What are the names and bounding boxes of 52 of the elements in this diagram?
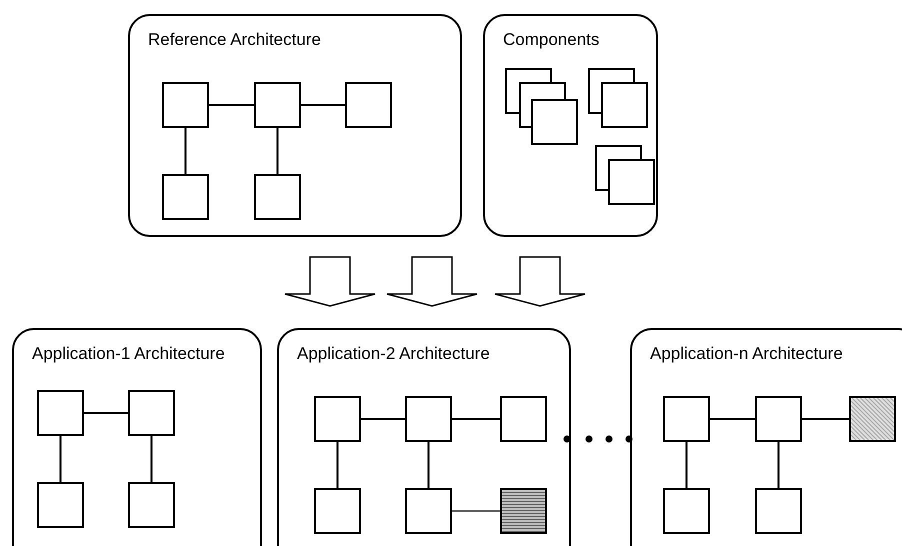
component-box [405, 488, 452, 534]
architecture-panel [277, 328, 571, 546]
architecture-panel [12, 328, 262, 546]
architecture-panel [483, 14, 658, 237]
architecture-panel [128, 14, 462, 237]
component-box [162, 82, 209, 128]
architecture-panel [630, 328, 902, 546]
component-box [37, 482, 84, 528]
panel-title: Application-1 Architecture [32, 344, 225, 364]
connector-line [150, 436, 152, 482]
stacked-boxes-drawing [505, 68, 578, 145]
component-box [254, 82, 301, 128]
component-box [663, 396, 710, 442]
block-arrow [494, 256, 586, 307]
component-box [162, 174, 209, 220]
panel-title: Components [503, 30, 600, 50]
connector-line [802, 418, 849, 420]
panel-title: Application-n Architecture [650, 344, 843, 364]
connector-line [452, 418, 500, 420]
stacked-boxes-drawing [588, 68, 648, 128]
connector-line [778, 442, 780, 488]
shaded-component-box [500, 488, 547, 534]
component-box [755, 488, 802, 534]
connector-line [276, 128, 278, 174]
component-box [755, 396, 802, 442]
block-arrow [284, 256, 376, 307]
component-box [314, 488, 361, 534]
connector-line [84, 412, 128, 414]
component-box [128, 390, 175, 436]
component-box [314, 396, 361, 442]
connector-line [686, 442, 688, 488]
connector-line [60, 436, 62, 482]
connector-line [710, 418, 755, 420]
shaded-component-box [849, 396, 896, 442]
component-box [345, 82, 392, 128]
connector-line [184, 128, 186, 174]
connector-line [301, 104, 345, 106]
component-box [37, 390, 84, 436]
component-box [405, 396, 452, 442]
connector-line [336, 442, 338, 488]
connector-line [428, 442, 430, 488]
panel-title: Application-2 Architecture [297, 344, 490, 364]
connector-line [209, 104, 254, 106]
block-arrow [386, 256, 478, 307]
connector-line [452, 510, 500, 512]
component-box [254, 174, 301, 220]
panel-title: Reference Architecture [148, 30, 321, 50]
stacked-boxes-drawing [595, 145, 655, 205]
connector-line [361, 418, 405, 420]
component-box [128, 482, 175, 528]
component-box [500, 396, 547, 442]
component-box [663, 488, 710, 534]
